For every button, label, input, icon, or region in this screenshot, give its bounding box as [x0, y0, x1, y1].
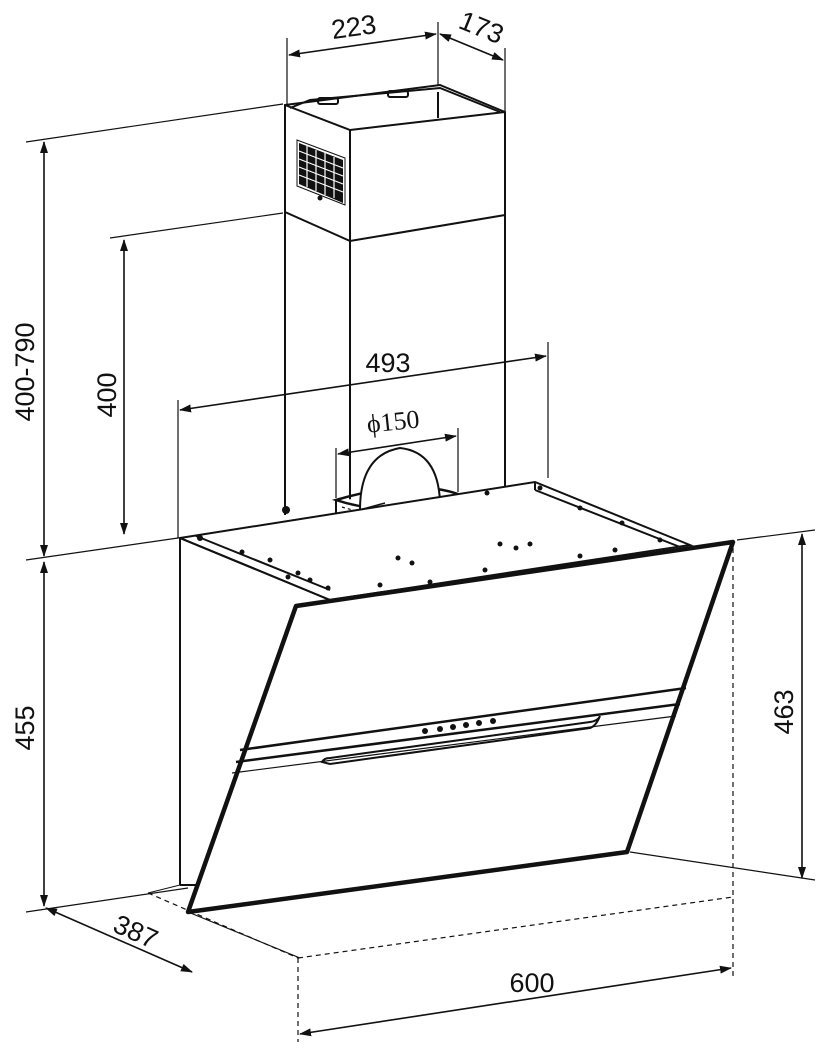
dimension-width-label: 600	[509, 968, 554, 998]
dimension-glass-height: 463	[629, 529, 816, 881]
dimension-duct-diameter-label: ϕ150	[365, 404, 420, 438]
dimension-duct-diameter: ϕ150	[335, 404, 459, 498]
screw-holes	[197, 485, 663, 591]
hood-body	[147, 480, 694, 894]
dimension-body-height-label: 455	[10, 705, 40, 750]
chimney-upper-box	[284, 83, 506, 243]
dimension-width: 600	[297, 548, 734, 1042]
dimension-body-height: 455	[10, 561, 189, 913]
dimension-chimney-lower-height: 400	[92, 212, 284, 535]
dimension-depth-label: 387	[109, 909, 162, 955]
glass-front-panel	[185, 539, 736, 915]
dimension-chimney-lower-height-label: 400	[92, 372, 122, 417]
dimension-total-height-label: 400-790	[10, 322, 40, 421]
dimension-chimney-width-label: 223	[329, 9, 378, 45]
control-strip	[320, 715, 601, 766]
dimension-depth: 387	[45, 892, 734, 973]
dimension-total-height: 400-790	[10, 103, 284, 561]
dimension-glass-height-label: 463	[769, 689, 799, 734]
dimension-body-top-width-label: 493	[365, 348, 410, 378]
dimension-chimney-width: 223	[286, 9, 439, 104]
dimension-body-top-width: 493	[177, 342, 549, 538]
vent-grille	[296, 139, 346, 206]
control-buttons	[422, 718, 496, 734]
